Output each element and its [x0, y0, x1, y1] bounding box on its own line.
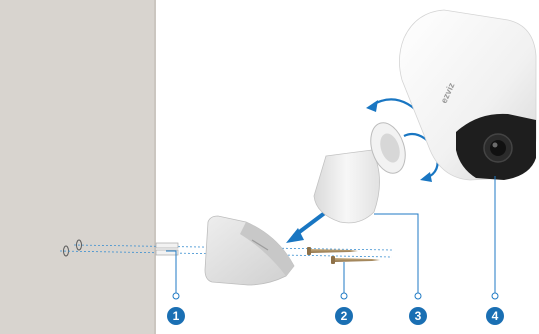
screws	[307, 247, 380, 264]
wall-anchors	[155, 242, 179, 256]
base-bracket	[204, 215, 295, 286]
mount-arrow	[286, 210, 328, 243]
callout-number-2: 2	[341, 309, 348, 323]
callout-number-4: 4	[492, 309, 499, 323]
alignment-lines	[59, 244, 393, 258]
callout-badge-2: 2	[335, 307, 353, 325]
callout-badge-3: 3	[409, 307, 427, 325]
callout-lines	[166, 176, 499, 300]
mounting-bracket	[313, 122, 406, 224]
camera: ezviz	[399, 9, 537, 181]
callout-number-3: 3	[415, 309, 422, 323]
callout-badge-4: 4	[486, 307, 504, 325]
callout-badge-1: 1	[167, 307, 185, 325]
wall-edge	[154, 0, 156, 334]
wall	[0, 0, 156, 334]
callout-number-1: 1	[173, 309, 180, 323]
